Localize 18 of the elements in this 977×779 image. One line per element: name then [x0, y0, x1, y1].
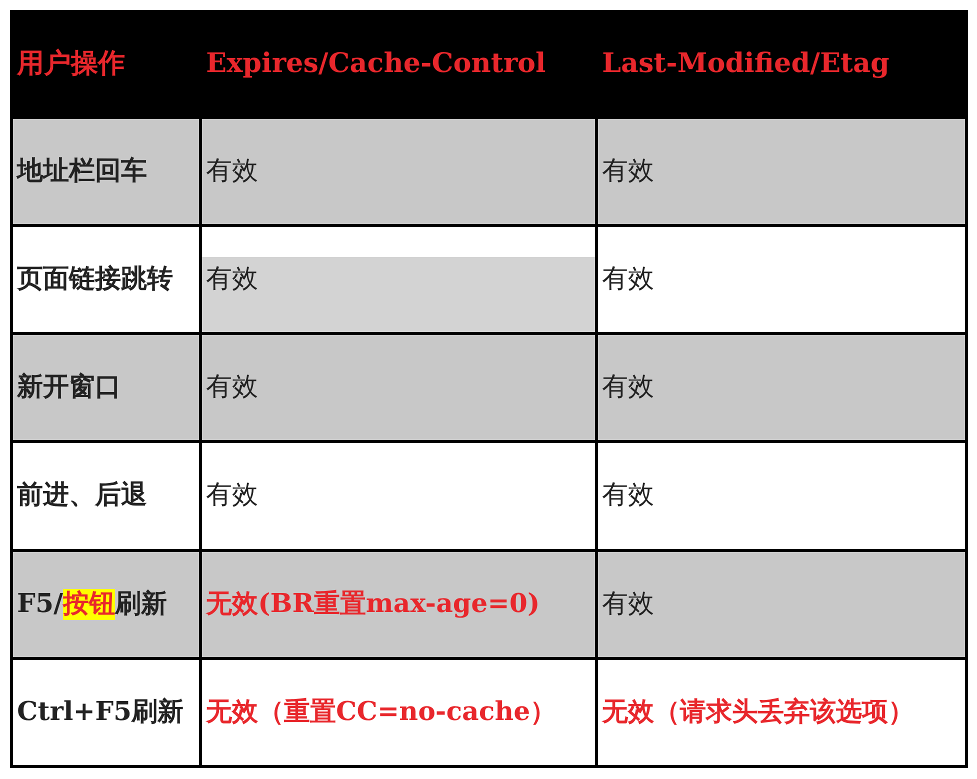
- table-cell: 有效: [598, 443, 965, 549]
- table-cell: Ctrl+F5刷新: [13, 660, 199, 765]
- table-cell: 有效: [598, 335, 965, 440]
- table-cell: 有效: [598, 227, 965, 332]
- table-cell: 地址栏回车: [13, 119, 199, 224]
- table-cell: F5/按钮刷新: [13, 552, 199, 657]
- table-cell: 有效: [598, 119, 965, 224]
- table-cell: 页面链接跳转: [13, 227, 199, 332]
- table-cell: 有效: [202, 443, 595, 549]
- table-cell: 前进、后退: [13, 443, 199, 549]
- table-cell: 有效: [202, 119, 595, 224]
- table-cell: 无效（请求头丢弃该选项）: [598, 660, 965, 765]
- table-cell: 有效: [202, 227, 595, 332]
- table-cell: 无效（重置CC=no-cache）: [202, 660, 595, 765]
- table-cell: 有效: [202, 335, 595, 440]
- table-cell: 新开窗口: [13, 335, 199, 440]
- table-cell: 无效(BR重置max-age=0): [202, 552, 595, 657]
- table-cell: 有效: [598, 552, 965, 657]
